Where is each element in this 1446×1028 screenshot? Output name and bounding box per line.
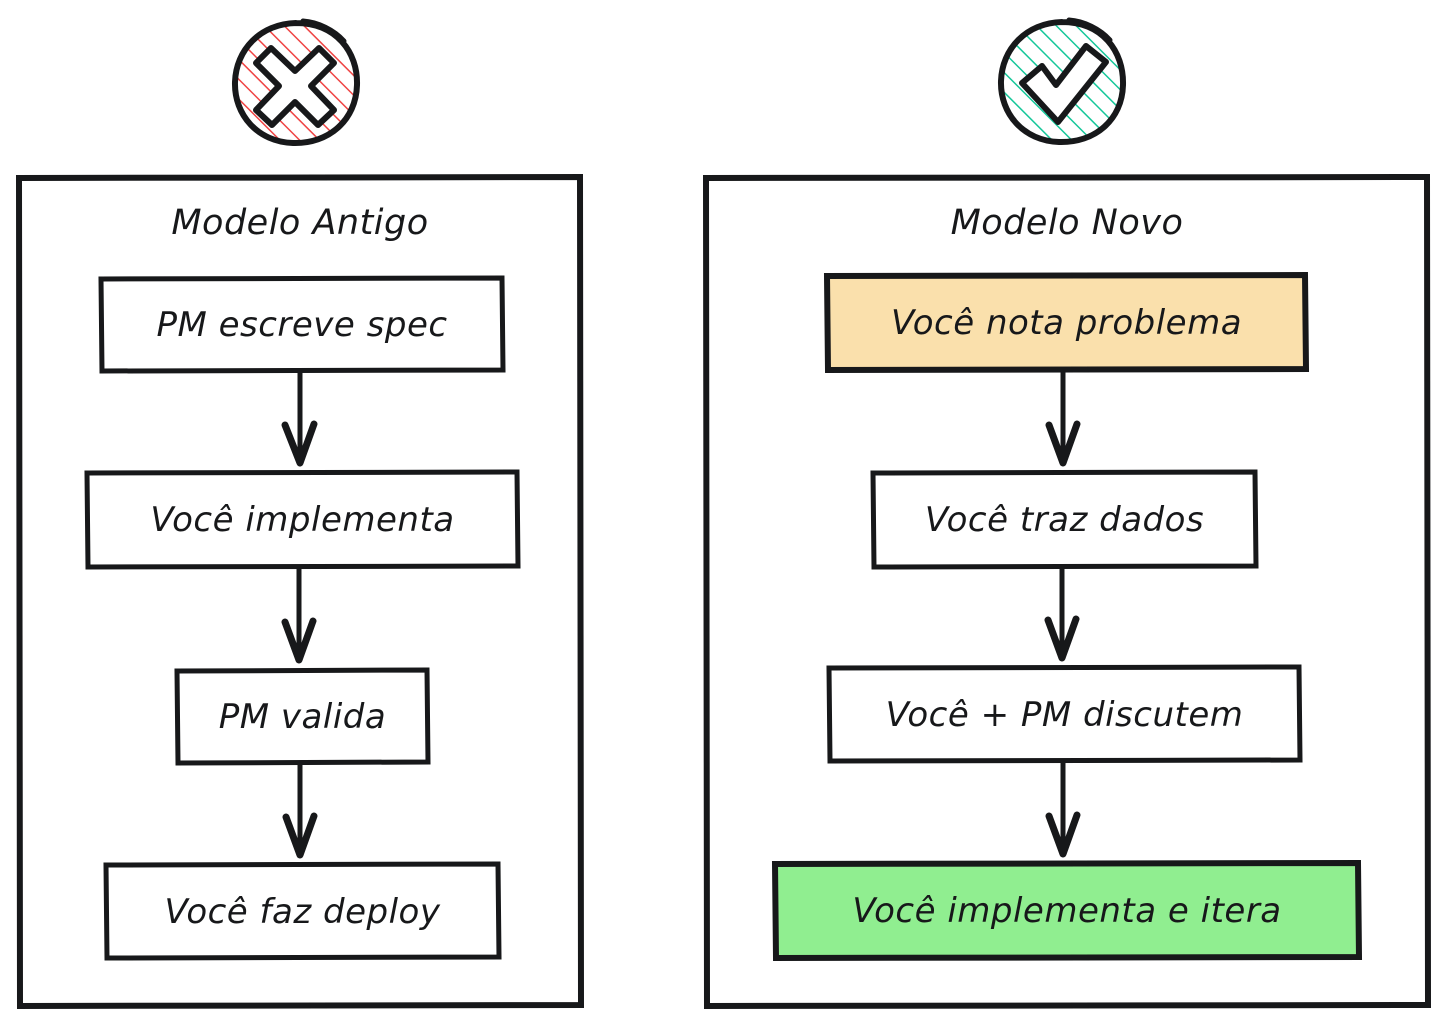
node-label-new-1: Você nota problema (890, 303, 1243, 343)
node-box-old-4 (103, 861, 502, 961)
node-label-old-1: PM escreve spec (156, 305, 448, 345)
panel-title-old-model: Modelo Antigo (171, 203, 429, 243)
arrow-new-3-4 (1045, 761, 1081, 858)
arrow-old-1-2 (281, 371, 318, 467)
node-box-old-3 (174, 667, 431, 766)
node-label-old-4: Você faz deploy (164, 891, 441, 932)
node-label-new-2: Você traz dados (924, 500, 1205, 540)
node-label-old-3: PM valida (218, 697, 387, 737)
panel-title-new-model: Modelo Novo (950, 203, 1184, 243)
node-label-old-2: Você implementa (150, 500, 455, 540)
node-label-new-3: Você + PM discutem (885, 694, 1244, 735)
node-box-new-2 (870, 469, 1259, 570)
node-label-new-4: Você implementa e itera (852, 891, 1282, 931)
arrow-old-3-4 (282, 763, 318, 859)
check-icon (997, 17, 1127, 146)
arrow-old-2-3 (281, 567, 317, 664)
arrow-new-2-3 (1044, 567, 1080, 662)
node-box-new-1 (823, 271, 1310, 374)
panel-new-model-frame (702, 173, 1432, 1010)
node-box-old-2 (84, 469, 521, 570)
cross-icon (231, 18, 361, 147)
node-box-new-3 (826, 664, 1303, 764)
arrow-new-1-2 (1045, 370, 1081, 467)
node-box-new-4 (771, 859, 1363, 962)
node-box-old-1 (98, 275, 506, 374)
